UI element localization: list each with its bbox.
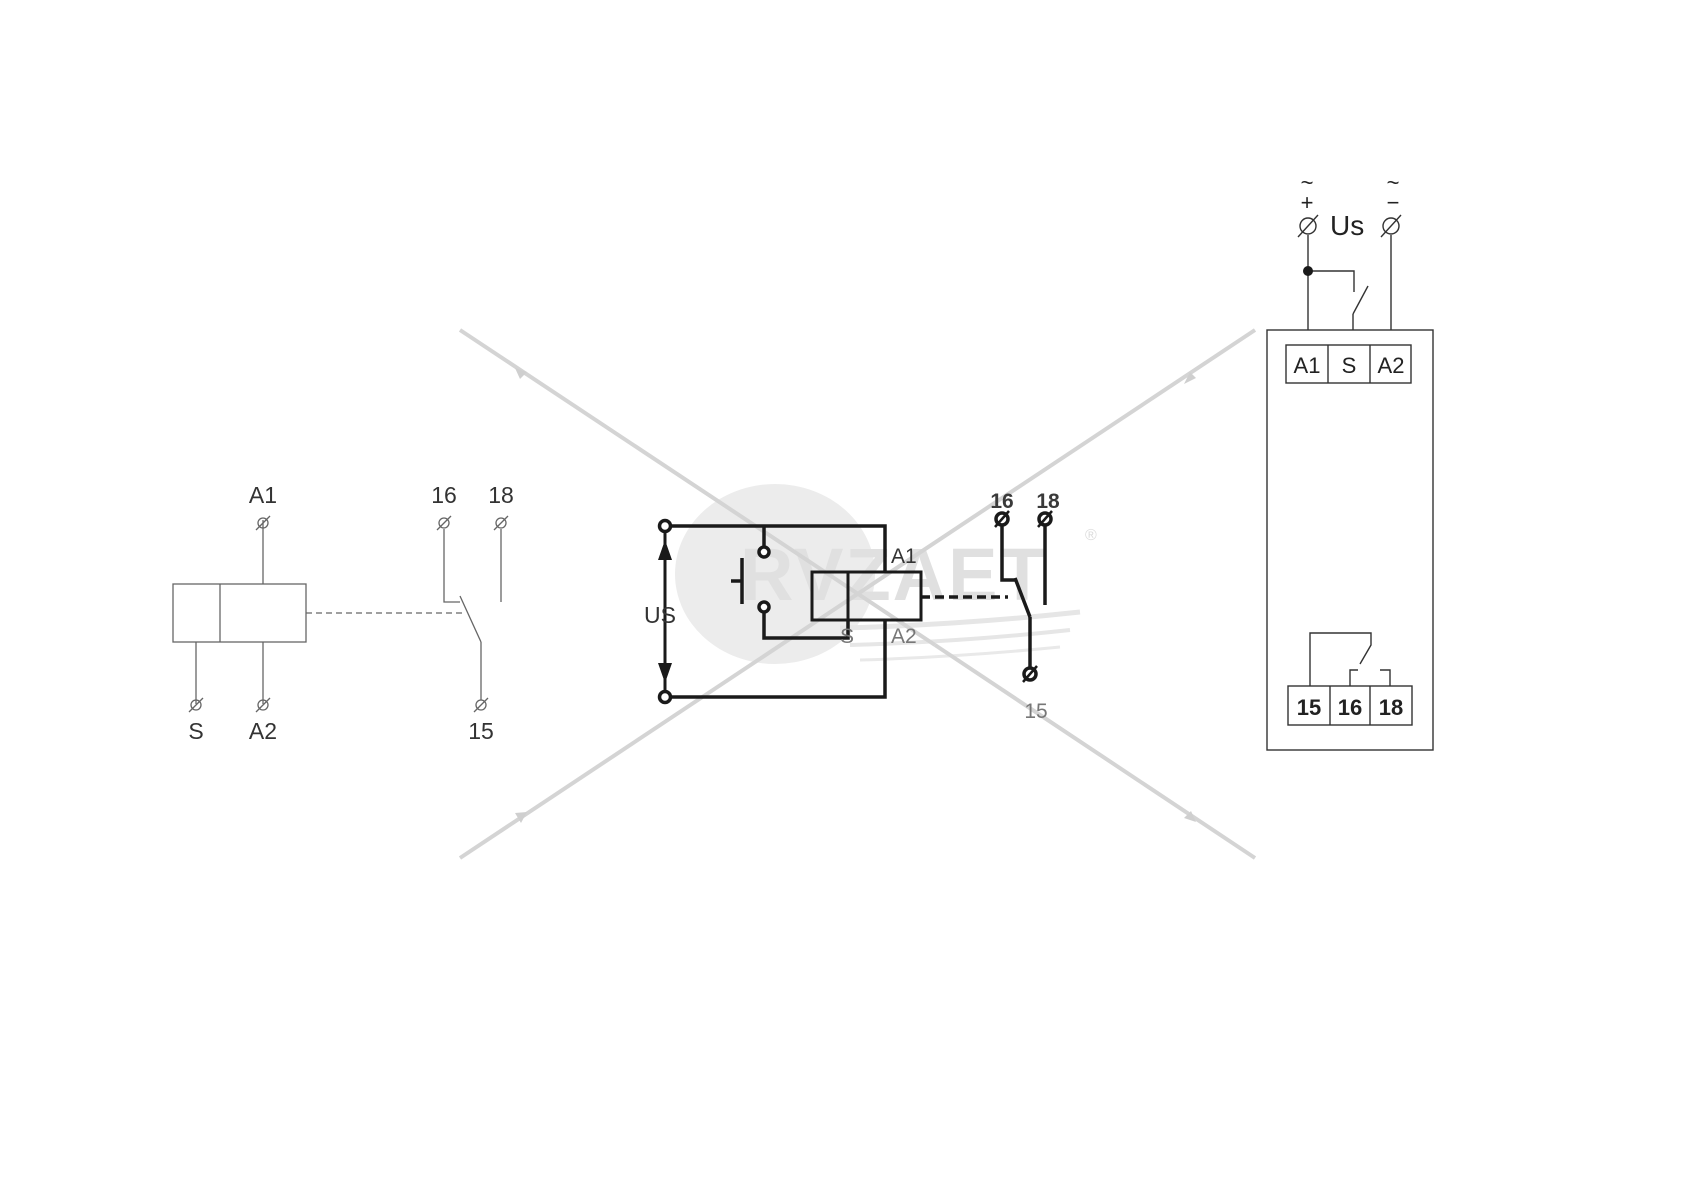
arrowhead-icon (515, 368, 527, 379)
label-16: 16 (990, 490, 1013, 513)
terminal-slash (188, 697, 204, 713)
switch-blade (1013, 577, 1032, 618)
arrow-down-icon (658, 663, 672, 683)
us-terminal-top (657, 518, 673, 534)
terminal-slash (994, 510, 1010, 528)
terminal-slash (1037, 510, 1053, 528)
watermark-swoosh (849, 628, 1071, 647)
watermark-registered-mark: ® (1085, 527, 1097, 544)
wire-button-s (762, 612, 850, 640)
button-terminal (757, 545, 771, 559)
control-switch-wire (1308, 270, 1355, 292)
watermark-text: RVZAET (740, 533, 1047, 616)
terminal-slash (255, 697, 271, 713)
contact-16-wire (1000, 523, 1015, 582)
junction-dot (1303, 266, 1313, 276)
terminal-slash (493, 515, 509, 531)
module-housing (1266, 329, 1434, 751)
terminal-label-a1: A1 (1294, 353, 1321, 378)
crossing-lines (458, 328, 1257, 860)
supply-plus-symbol: ~+ (1301, 170, 1314, 215)
terminal-label-15: 15 (1297, 695, 1321, 720)
label-s: S (188, 718, 203, 744)
terminal-slash (1380, 214, 1402, 238)
terminal-slash (255, 515, 271, 531)
top-terminal-strip (1285, 344, 1412, 384)
terminal-slash (1297, 214, 1319, 238)
supply-minus-symbol: ~− (1387, 170, 1400, 215)
terminal-slash (436, 515, 452, 531)
internal-contact-18 (1380, 669, 1391, 686)
wire-top-a1 (671, 524, 887, 572)
label-a1: A1 (891, 545, 917, 568)
label-18: 18 (1036, 490, 1060, 513)
arrowhead-icon (1184, 811, 1196, 822)
terminal-icon (1382, 217, 1400, 235)
right-module (1266, 214, 1434, 751)
arrowhead-icon (515, 812, 527, 823)
crossing-line-lower-left-to-upper-right (458, 328, 1257, 860)
wire-bottom-a2 (671, 620, 887, 699)
terminal-label-16: 16 (1338, 695, 1362, 720)
arrowhead-icon (1184, 372, 1196, 384)
terminal-icon (495, 517, 507, 529)
watermark-swoosh (839, 609, 1081, 631)
button-terminal (757, 600, 771, 614)
terminal-label-s: S (1342, 353, 1357, 378)
arrow-up-icon (658, 540, 672, 560)
label-16: 16 (431, 482, 457, 508)
terminal-icon (1299, 217, 1317, 235)
us-terminal-bottom (657, 689, 673, 705)
label-15: 15 (468, 718, 494, 744)
label-a2: A2 (891, 625, 917, 648)
label-us: Us (1330, 210, 1364, 241)
label-us: US (644, 602, 676, 628)
terminal-label-a2: A2 (1378, 353, 1405, 378)
left-relay-labels: A1 S A2 16 18 15 (188, 482, 513, 744)
label-a2: A2 (249, 718, 277, 744)
terminal-slash (1022, 665, 1038, 683)
coil-box (172, 583, 307, 643)
crossing-line-lower-right (933, 643, 1257, 860)
terminal-icon (190, 699, 202, 711)
switch-blade (459, 595, 482, 643)
label-s: S (840, 625, 854, 648)
watermark-logo: RVZAET ® (675, 484, 1097, 664)
terminal-icon (475, 699, 487, 711)
center-wiring (657, 510, 1053, 705)
terminal-label-18: 18 (1379, 695, 1403, 720)
control-switch-blade (1352, 285, 1369, 315)
left-relay-symbol (172, 515, 509, 713)
terminal-icon (257, 699, 269, 711)
terminal-slash (473, 697, 489, 713)
label-15: 15 (1024, 700, 1047, 723)
center-wiring-labels: US A1 S A2 16 18 15 (644, 490, 1060, 723)
crossing-arrowheads (515, 368, 1196, 823)
right-module-labels: ~+ ~− Us A1 S A2 15 16 18 (1294, 170, 1405, 720)
internal-contact-15 (1309, 632, 1372, 686)
terminal-icon (438, 517, 450, 529)
internal-contact-16 (1349, 669, 1358, 686)
contact-16-wire (443, 529, 460, 603)
crossing-line-upper-left (458, 328, 937, 647)
label-18: 18 (488, 482, 514, 508)
terminal-icon (257, 517, 269, 529)
label-a1: A1 (249, 482, 277, 508)
